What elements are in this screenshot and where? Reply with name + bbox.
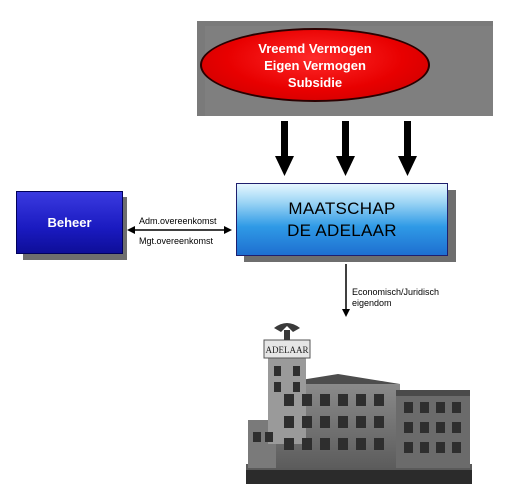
funding-line-subsidy: Subsidie bbox=[287, 74, 343, 90]
building-sign-text: ADELAAR bbox=[266, 345, 309, 355]
funding-line-equity: Eigen Vermogen bbox=[264, 57, 366, 73]
agreement-label-admin: Adm.overeenkomst bbox=[139, 216, 217, 226]
funding-sources-ellipse: Vreemd Vermogen Eigen Vermogen Subsidie bbox=[200, 28, 430, 102]
funding-line-foreign-capital: Vreemd Vermogen bbox=[258, 40, 372, 56]
ownership-arrow bbox=[342, 264, 350, 317]
main-entity-line-2: DE ADELAAR bbox=[287, 220, 397, 240]
ownership-label-line-1: Economisch/Juridisch bbox=[352, 287, 440, 297]
funding-arrow-2 bbox=[336, 121, 355, 176]
management-label: Beheer bbox=[47, 215, 92, 230]
agreement-label-management: Mgt.overeenkomst bbox=[139, 236, 214, 246]
agreement-double-arrow bbox=[127, 226, 232, 234]
main-entity-box: MAATSCHAP DE ADELAAR bbox=[236, 183, 448, 256]
funding-arrow-3 bbox=[398, 121, 417, 176]
ownership-label-line-2: eigendom bbox=[352, 298, 392, 308]
funding-arrow-1 bbox=[275, 121, 294, 176]
main-entity-line-1: MAATSCHAP bbox=[288, 198, 396, 218]
factory-building-image: ADELAAR bbox=[246, 323, 472, 484]
management-box: Beheer bbox=[16, 191, 123, 254]
